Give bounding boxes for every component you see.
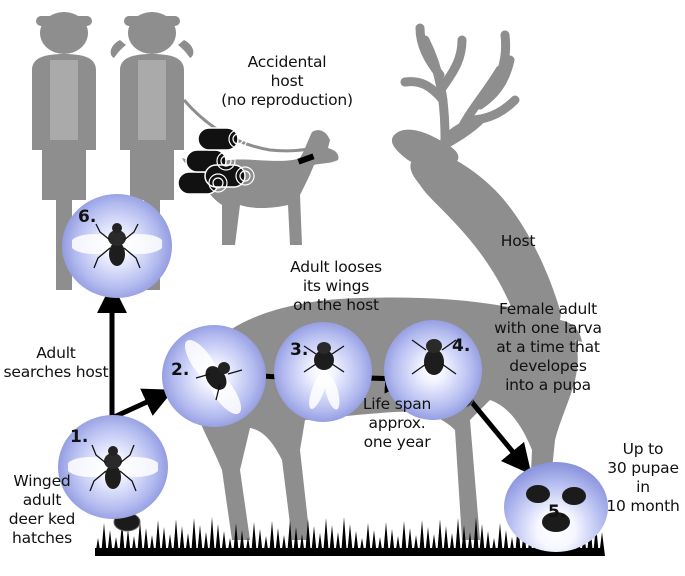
log-pile (177, 127, 255, 195)
accidental-host-label: Accidental host (no reproduction) (221, 53, 353, 109)
leash (182, 99, 313, 153)
stage-number-1: 1. (70, 427, 89, 447)
female-fly-icon (411, 339, 457, 375)
wingless-fly-icon (303, 342, 345, 410)
winged-fly-icon (68, 444, 158, 492)
adult-looses-wings-label: Adult looses its wings on the host (290, 258, 382, 314)
host-label: Host (500, 232, 536, 250)
fly-dropping-wings-icon (184, 339, 243, 415)
winged-adult-hatches-label: Winged adult deer ked hatches (8, 472, 76, 547)
arrow-4-to-5 (468, 398, 532, 475)
arrow-1-to-2 (110, 388, 174, 421)
grass (95, 517, 605, 556)
stage-number-2: 2. (171, 360, 190, 380)
female-adult-label: Female adult with one larva at a time th… (494, 300, 602, 394)
human-silhouettes (32, 12, 194, 290)
bubble-stage-5 (504, 462, 608, 552)
stage-number-3: 3. (290, 340, 309, 360)
pupae-count-label: Up to 30 pupae in 10 month (606, 440, 680, 515)
stage-number-5: 5. (548, 502, 567, 522)
adult-searches-host-label: Adult searches host (3, 344, 109, 381)
stage-number-4: 4. (452, 336, 471, 356)
dog-collar (297, 153, 315, 165)
winged-fly-icon (72, 223, 162, 269)
life-span-label: Life span approx. one year (362, 395, 432, 451)
lifecycle-arrows (97, 283, 532, 508)
pupae-cluster-icon (526, 485, 586, 532)
stage-number-6: 6. (78, 207, 97, 227)
